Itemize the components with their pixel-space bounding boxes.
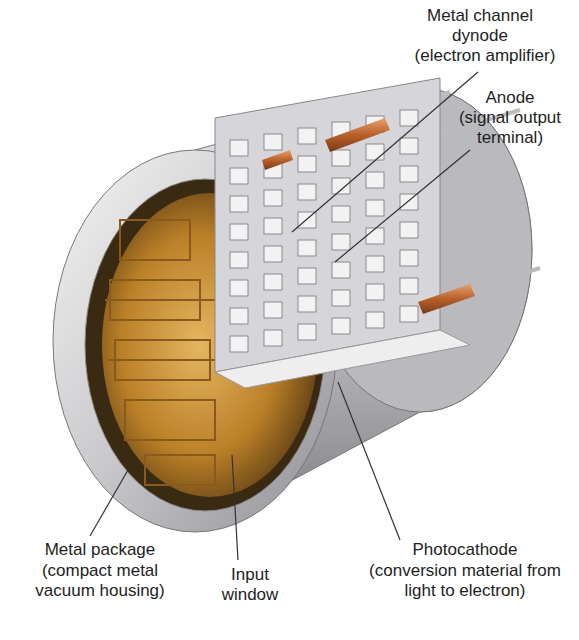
dynode-element: [264, 134, 282, 150]
dynode-element: [298, 268, 316, 284]
dynode-element: [400, 222, 418, 238]
dynode-element: [230, 308, 248, 324]
dynode-element: [400, 110, 418, 126]
dynode-element: [230, 252, 248, 268]
dynode-element: [298, 324, 316, 340]
dynode-element: [264, 330, 282, 346]
dynode-element: [298, 156, 316, 172]
part-description: (signal output terminal): [450, 108, 570, 148]
part-name: Photocathode: [360, 540, 570, 560]
dynode-element: [264, 274, 282, 290]
dynode-element: [400, 138, 418, 154]
dynode-element: [332, 290, 350, 306]
part-name: Input window: [210, 565, 290, 605]
dynode-element: [230, 196, 248, 212]
dynode-element: [332, 150, 350, 166]
dynode-element: [264, 218, 282, 234]
dynode-element: [298, 240, 316, 256]
dynode-element: [230, 140, 248, 156]
part-name: Anode: [465, 88, 555, 108]
dynode-element: [264, 302, 282, 318]
dynode-element: [264, 190, 282, 206]
dynode-element: [366, 228, 384, 244]
dynode-element: [332, 262, 350, 278]
dynode-element: [366, 200, 384, 216]
dynode-element: [230, 280, 248, 296]
dynode-element: [332, 234, 350, 250]
dynode-element: [332, 206, 350, 222]
dynode-element: [332, 318, 350, 334]
dynode-element: [230, 336, 248, 352]
dynode-element: [230, 168, 248, 184]
part-name: Metal package: [10, 540, 190, 560]
dynode-element: [366, 312, 384, 328]
dynode-element: [298, 128, 316, 144]
dynode-element: [400, 166, 418, 182]
part-description: (conversion material from light to elect…: [360, 561, 570, 601]
dynode-element: [230, 224, 248, 240]
part-description: (compact metal vacuum housing): [10, 561, 190, 601]
dynode-element: [366, 144, 384, 160]
dynode-element: [366, 172, 384, 188]
dynode-element: [400, 306, 418, 322]
dynode-element: [366, 256, 384, 272]
dynode-element: [298, 296, 316, 312]
dynode-element: [264, 246, 282, 262]
dynode-element: [298, 184, 316, 200]
dynode-element: [366, 284, 384, 300]
dynode-element: [400, 278, 418, 294]
dynode-element: [400, 194, 418, 210]
dynode-element: [332, 178, 350, 194]
part-name: Metal channel dynode: [420, 6, 540, 46]
dynode-element: [400, 250, 418, 266]
part-description: (electron amplifier): [400, 46, 570, 66]
